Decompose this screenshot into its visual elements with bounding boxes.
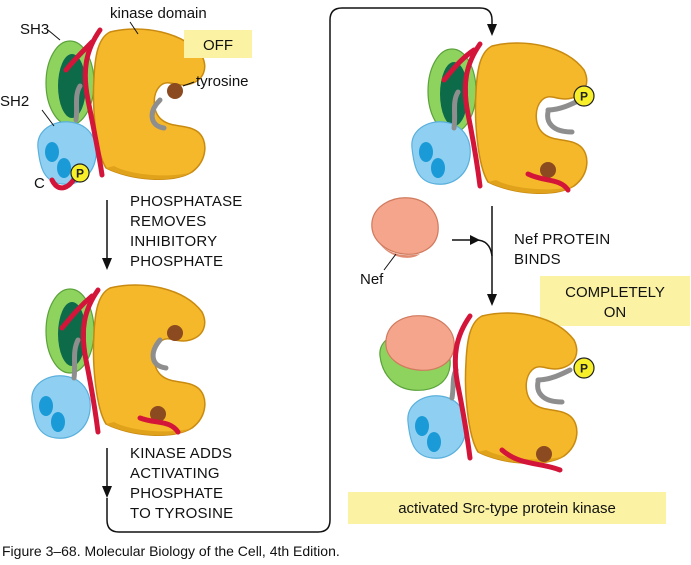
nef-binds-step: Nef PROTEIN BINDS <box>514 231 610 268</box>
kinase-domain <box>92 284 206 436</box>
step-line: REMOVES <box>130 213 206 230</box>
connector-arrow <box>106 7 497 533</box>
step-line: Nef PROTEIN <box>514 231 610 248</box>
completely-on-line: ON <box>604 304 627 321</box>
phosphate-icon <box>573 357 595 379</box>
step-line: PHOSPHATE <box>130 485 223 502</box>
nef-bind-arrow <box>452 206 497 306</box>
tyrosine-residue <box>167 325 183 341</box>
step-line: KINASE ADDS <box>130 445 232 462</box>
step-line: TO TYROSINE <box>130 505 233 522</box>
state-phosphorylated: P <box>411 41 595 194</box>
sh2-label: SH2 <box>0 93 29 110</box>
kinase-domain-label: kinase domain <box>110 5 207 22</box>
c-terminus-label: C <box>34 175 45 192</box>
phosphatase-step: PHOSPHATASE REMOVES INHIBITORY PHOSPHATE <box>130 193 243 270</box>
state-dephosphorylated <box>31 284 206 439</box>
kinase-domain <box>474 42 588 194</box>
step-line: PHOSPHATE <box>130 253 223 270</box>
sh2-domain <box>31 375 91 439</box>
nef-bound <box>385 315 455 371</box>
tyrosine-residue <box>540 162 556 178</box>
sh3-label: SH3 <box>20 21 49 38</box>
off-text: OFF <box>203 37 233 54</box>
completely-on-line: COMPLETELY <box>565 284 665 301</box>
state-off: P <box>37 21 206 191</box>
sh2-domain <box>411 121 471 185</box>
phosphate-label: P <box>580 362 588 376</box>
completely-on-box: COMPLETELY ON <box>540 276 690 326</box>
nef-protein <box>371 197 439 271</box>
activated-box: activated Src-type protein kinase <box>348 492 666 524</box>
phosphate-label: P <box>76 167 84 181</box>
step-line: INHIBITORY <box>130 233 217 250</box>
tyrosine-residue <box>150 406 166 422</box>
kinase-domain <box>464 312 578 464</box>
tyrosine-residue <box>167 83 183 99</box>
phosphate-icon <box>573 85 595 107</box>
phosphate-label: P <box>580 90 588 104</box>
state-completely-on: P <box>379 312 595 473</box>
step-line: ACTIVATING <box>130 465 220 482</box>
sh2-domain <box>407 395 467 459</box>
activated-text: activated Src-type protein kinase <box>398 500 616 517</box>
phosphate-icon <box>70 163 90 183</box>
tyrosine-label: tyrosine <box>196 73 249 90</box>
off-box: OFF <box>184 30 252 58</box>
kinase-adds-step: KINASE ADDS ACTIVATING PHOSPHATE TO TYRO… <box>130 445 233 522</box>
tyrosine-residue <box>536 446 552 462</box>
figure-caption: Figure 3–68. Molecular Biology of the Ce… <box>2 543 340 559</box>
nef-label: Nef <box>360 271 384 288</box>
step-line: BINDS <box>514 251 561 268</box>
arrow-down-2 <box>102 448 112 498</box>
step-line: PHOSPHATASE <box>130 193 243 210</box>
arrow-down-1 <box>102 200 112 270</box>
